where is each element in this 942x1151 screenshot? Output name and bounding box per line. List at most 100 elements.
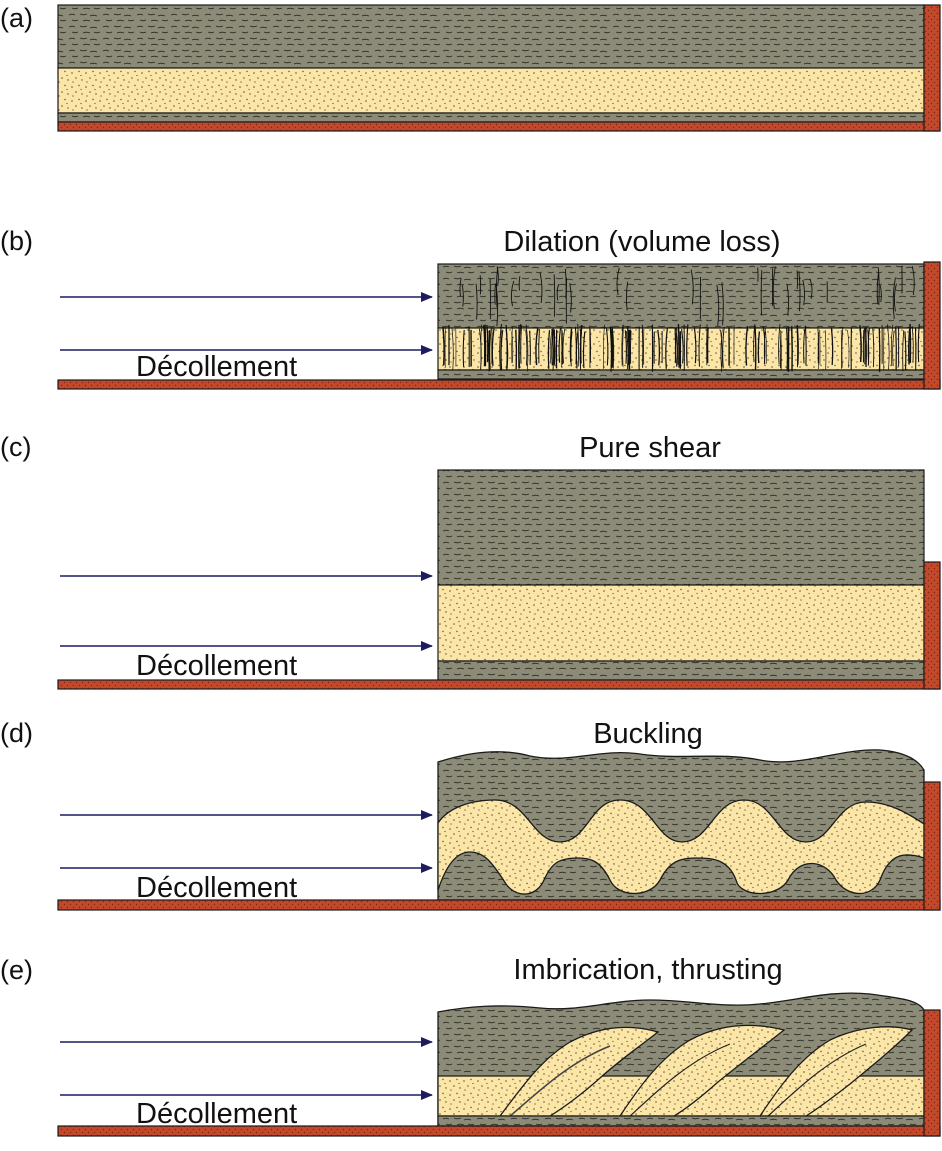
- fracture-line: [722, 326, 725, 369]
- fracture-line: [785, 327, 789, 371]
- fracture-line: [907, 328, 911, 365]
- panel-b-title: Dilation (volume loss): [503, 226, 780, 258]
- fracture-line: [765, 331, 767, 364]
- panel-c-upper-shale: [437, 469, 925, 586]
- panel-e-label: (e): [0, 955, 33, 985]
- fracture-line: [451, 328, 454, 371]
- fracture-line: [780, 330, 782, 370]
- fracture-line: [716, 284, 720, 326]
- panel-d-label: (d): [0, 718, 33, 748]
- panel-a-upper-shale: [57, 4, 925, 69]
- fracture-line: [876, 272, 879, 304]
- fracture-line: [518, 325, 520, 371]
- fracture-line: [778, 324, 781, 365]
- fracture-line: [865, 326, 867, 365]
- fracture-line: [911, 326, 914, 363]
- fracture-line: [786, 284, 790, 316]
- fracture-line: [459, 278, 462, 297]
- fracture-line: [494, 283, 497, 305]
- fracture-line: [892, 277, 896, 319]
- fracture-line: [511, 326, 513, 364]
- fracture-line: [612, 327, 615, 369]
- fracture-line: [760, 270, 763, 316]
- fracture-line: [847, 329, 850, 368]
- fracture-line: [520, 325, 523, 364]
- fracture-line: [859, 325, 862, 363]
- fracture-line: [539, 272, 543, 304]
- fracture-line: [754, 325, 757, 370]
- panel-e-decollement-label: Décollement: [136, 1098, 297, 1130]
- fracture-line: [622, 324, 624, 368]
- fracture-line: [887, 324, 890, 371]
- fracture-line: [809, 278, 813, 299]
- fracture-line: [499, 324, 503, 370]
- panel-c-lower-shale: [437, 660, 925, 681]
- panel-c: (c) Pure shear Décollement: [0, 432, 941, 690]
- fracture-line: [629, 330, 632, 364]
- fracture-line: [803, 329, 806, 364]
- fracture-line: [553, 274, 556, 317]
- fracture-line: [462, 330, 465, 367]
- panel-e-thrust-sheet-1: [498, 1026, 660, 1117]
- panel-e-thrust-fault-2: [627, 1043, 731, 1119]
- fracture-line: [867, 329, 870, 366]
- fracture-line: [641, 324, 644, 368]
- panel-e-backstop: [923, 1009, 941, 1137]
- panel-e: (e) Imbrication, thrusting Décollement: [0, 954, 941, 1137]
- panel-b-fractures: [442, 266, 920, 372]
- panel-e-thrust-sheet-2: [618, 1024, 786, 1117]
- fracture-line: [582, 331, 586, 369]
- fracture-line: [483, 326, 486, 367]
- fracture-line: [500, 329, 504, 371]
- fracture-line: [535, 328, 539, 366]
- fracture-line: [677, 324, 680, 368]
- fracture-line: [562, 328, 566, 364]
- fracture-line: [915, 329, 917, 364]
- fracture-line: [626, 331, 629, 369]
- panel-b-lower-shale: [437, 369, 925, 380]
- fracture-line: [772, 266, 776, 309]
- fracture-line: [686, 324, 689, 366]
- panel-e-thrust-fault-1: [507, 1045, 611, 1119]
- fracture-line: [841, 327, 844, 367]
- panel-d-decollement-label: Décollement: [136, 872, 297, 904]
- fracture-line: [917, 324, 920, 363]
- fracture-line: [574, 326, 577, 365]
- panel-e-lower-shale: [437, 1115, 925, 1127]
- panel-a-basement: [57, 121, 941, 132]
- fracture-line: [518, 324, 520, 368]
- fracture-line: [461, 284, 464, 307]
- fracture-line: [911, 266, 915, 296]
- panel-c-sand-layer: [437, 584, 925, 662]
- fracture-line: [475, 283, 478, 320]
- fracture-line: [657, 329, 661, 366]
- fracture-line: [610, 329, 614, 368]
- fracture-line: [442, 326, 445, 366]
- panel-d-backstop: [923, 781, 941, 911]
- panel-b-label: (b): [0, 226, 33, 256]
- panel-a-label: (a): [0, 3, 33, 33]
- fracture-line: [621, 325, 624, 366]
- fracture-line: [690, 269, 694, 305]
- fracture-line: [515, 329, 518, 370]
- fracture-line: [525, 324, 529, 372]
- fracture-line: [486, 325, 489, 363]
- fracture-line: [902, 330, 905, 372]
- fracture-line: [489, 327, 492, 370]
- fracture-line: [495, 267, 499, 308]
- fracture-line: [872, 328, 875, 368]
- fracture-line: [551, 328, 554, 366]
- fracture-line: [824, 330, 827, 371]
- fracture-line: [624, 330, 627, 364]
- fracture-line: [491, 327, 495, 367]
- fracture-line: [681, 329, 684, 364]
- fracture-line: [547, 330, 551, 369]
- fracture-line: [625, 281, 629, 311]
- fracture-line: [830, 328, 834, 366]
- fracture-line: [609, 326, 612, 372]
- fracture-line: [525, 329, 528, 366]
- panel-b: (b) Dilation (volume loss) Décollement: [0, 226, 941, 390]
- fracture-line: [745, 326, 749, 366]
- fracture-line: [511, 331, 514, 363]
